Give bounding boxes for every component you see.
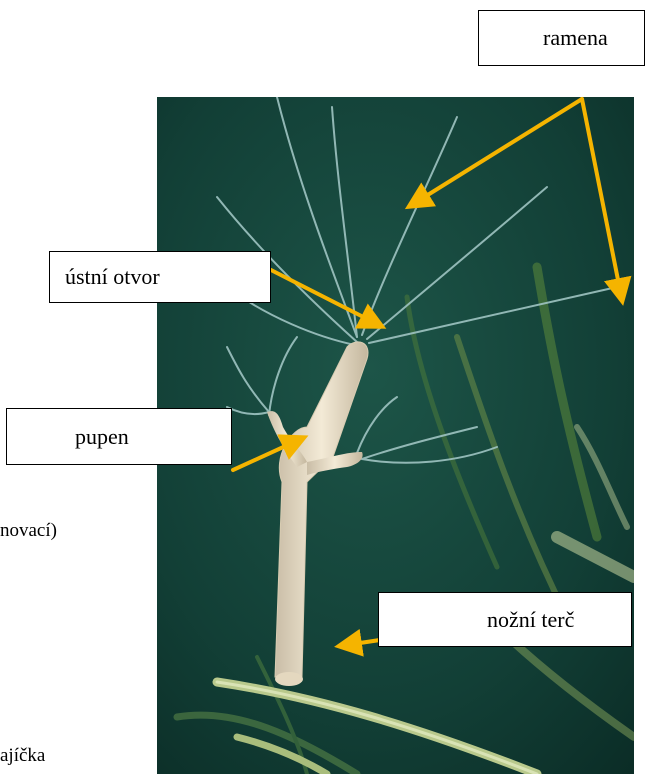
label-ustni-otvor-text: ústní otvor — [65, 266, 160, 288]
side-text-fragment-1: novací) — [0, 520, 57, 542]
side-text-fragment-2: ajíčka — [0, 745, 45, 767]
label-ramena: ramena — [478, 10, 645, 66]
label-nozni-terc-text: nožní terč — [487, 609, 574, 631]
label-ramena-text: ramena — [543, 27, 608, 49]
label-ustni-otvor: ústní otvor — [49, 251, 271, 303]
label-pupen-text: pupen — [75, 426, 129, 448]
label-pupen: pupen — [6, 408, 232, 465]
label-nozni-terc: nožní terč — [378, 592, 632, 647]
